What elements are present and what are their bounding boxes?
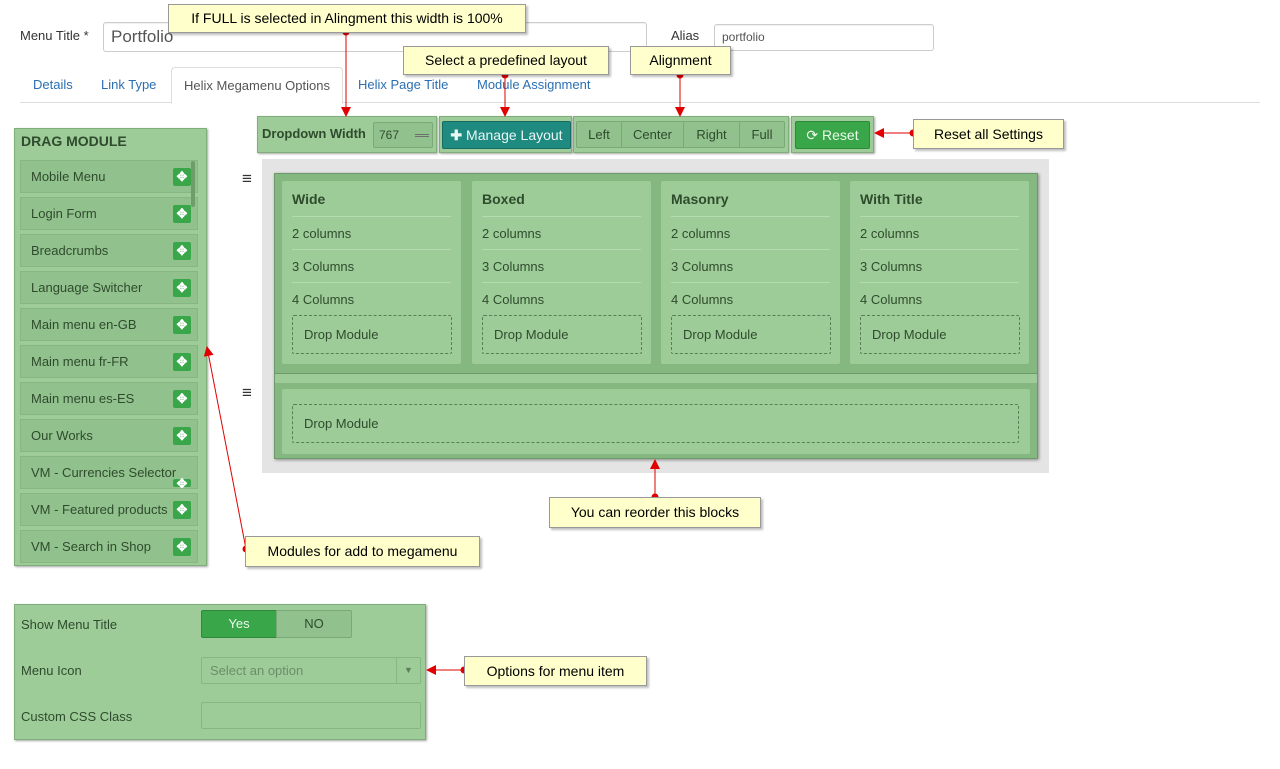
alias-label: Alias: [671, 28, 700, 43]
layout-option[interactable]: 3 Columns: [292, 259, 355, 274]
move-icon[interactable]: ✥: [173, 205, 191, 223]
module-list-scrollbar[interactable]: [191, 161, 195, 207]
module-item[interactable]: Main menu en-GB✥: [20, 308, 198, 341]
reorder-handle-icon[interactable]: ≡: [242, 383, 252, 402]
module-item[interactable]: VM - Search in Shop✥: [20, 530, 198, 563]
megamenu-layout-block: Wide 2 columns 3 Columns 4 Columns Drop …: [274, 173, 1038, 459]
move-icon[interactable]: ✥: [173, 427, 191, 445]
module-item[interactable]: VM - Currencies Selector✥: [20, 456, 198, 489]
layout-option[interactable]: 4 Columns: [671, 292, 734, 307]
align-full-button[interactable]: Full: [739, 121, 785, 148]
layout-option[interactable]: 4 Columns: [482, 292, 545, 307]
layout-row-bottom[interactable]: Drop Module: [282, 389, 1030, 454]
drag-module-panel: DRAG MODULE Mobile Menu✥ Login Form✥ Bre…: [14, 128, 207, 566]
dropdown-width-group: Dropdown Width 767: [257, 116, 437, 153]
layout-option[interactable]: 4 Columns: [292, 292, 355, 307]
refresh-icon: ⟳: [806, 127, 819, 143]
show-title-yes-button[interactable]: Yes: [201, 610, 277, 638]
drop-module-zone[interactable]: Drop Module: [292, 315, 452, 354]
layout-column-with-title[interactable]: With Title 2 columns 3 Columns 4 Columns…: [850, 181, 1029, 364]
layout-option[interactable]: 2 columns: [482, 226, 542, 241]
layout-column-masonry[interactable]: Masonry 2 columns 3 Columns 4 Columns Dr…: [661, 181, 840, 364]
menu-item-options-panel: Show Menu Title Yes NO Menu Icon Select …: [14, 604, 426, 740]
layout-option[interactable]: 3 Columns: [860, 259, 923, 274]
module-item[interactable]: Our Works✥: [20, 419, 198, 452]
reset-button[interactable]: ⟳ Reset: [795, 121, 870, 149]
move-icon[interactable]: ✥: [173, 279, 191, 297]
module-item[interactable]: VM - Featured products✥: [20, 493, 198, 526]
dropdown-width-input[interactable]: 767: [373, 122, 433, 148]
drop-module-zone[interactable]: Drop Module: [482, 315, 642, 354]
move-icon[interactable]: ✥: [173, 390, 191, 408]
column-title: Masonry: [671, 191, 729, 207]
callout-reset-all: Reset all Settings: [913, 119, 1064, 149]
module-item[interactable]: Main menu fr-FR✥: [20, 345, 198, 378]
show-menu-title-label: Show Menu Title: [21, 617, 118, 632]
menu-icon-label: Menu Icon: [21, 663, 82, 678]
menu-title-label: Menu Title *: [20, 28, 89, 43]
manage-layout-button[interactable]: ✚ Manage Layout: [442, 121, 571, 149]
menu-icon-select[interactable]: Select an option ▼: [201, 657, 421, 684]
move-icon[interactable]: ✥: [173, 501, 191, 519]
tab-helix-page-title[interactable]: Helix Page Title: [358, 77, 449, 92]
manage-layout-group: ✚ Manage Layout: [439, 116, 572, 153]
resize-grip-icon: [415, 134, 429, 137]
dropdown-width-label: Dropdown Width: [262, 126, 366, 141]
layout-option[interactable]: 2 columns: [671, 226, 731, 241]
module-item[interactable]: Login Form✥: [20, 197, 198, 230]
callout-modules: Modules for add to megamenu: [245, 536, 480, 567]
align-center-button[interactable]: Center: [621, 121, 684, 148]
move-icon[interactable]: ✥: [173, 538, 191, 556]
tab-details[interactable]: Details: [33, 77, 73, 92]
alias-input[interactable]: portfolio: [714, 24, 934, 51]
layout-option[interactable]: 3 Columns: [482, 259, 545, 274]
callout-alignment: Alignment: [630, 46, 731, 75]
move-icon[interactable]: ✥: [173, 353, 191, 371]
custom-css-input[interactable]: [201, 702, 421, 729]
column-title: Wide: [292, 191, 326, 207]
module-item[interactable]: Main menu es-ES✥: [20, 382, 198, 415]
reorder-handle-icon[interactable]: ≡: [242, 169, 252, 188]
callout-full-width: If FULL is selected in Alingment this wi…: [168, 4, 526, 33]
callout-options: Options for menu item: [464, 656, 647, 686]
drag-module-title: DRAG MODULE: [21, 133, 127, 149]
move-icon[interactable]: ✥: [173, 168, 191, 186]
plus-icon: ✚: [450, 127, 463, 143]
chevron-down-icon: ▼: [396, 658, 420, 683]
tab-bar: Details Link Type Helix Megamenu Options…: [20, 67, 1260, 104]
layout-column-wide[interactable]: Wide 2 columns 3 Columns 4 Columns Drop …: [282, 181, 461, 364]
custom-css-label: Custom CSS Class: [21, 709, 133, 724]
tab-helix-megamenu-options[interactable]: Helix Megamenu Options: [171, 67, 343, 104]
column-title: With Title: [860, 191, 923, 207]
layout-option[interactable]: 2 columns: [292, 226, 352, 241]
tab-link-type[interactable]: Link Type: [101, 77, 157, 92]
move-icon[interactable]: ✥: [173, 477, 191, 488]
drop-module-zone[interactable]: Drop Module: [860, 315, 1020, 354]
module-item[interactable]: Language Switcher✥: [20, 271, 198, 304]
callout-reorder: You can reorder this blocks: [549, 497, 761, 528]
drop-module-zone[interactable]: Drop Module: [292, 404, 1019, 443]
layout-column-boxed[interactable]: Boxed 2 columns 3 Columns 4 Columns Drop…: [472, 181, 651, 364]
show-title-no-button[interactable]: NO: [276, 610, 352, 638]
column-title: Boxed: [482, 191, 525, 207]
move-icon[interactable]: ✥: [173, 242, 191, 260]
drop-module-zone[interactable]: Drop Module: [671, 315, 831, 354]
layout-option[interactable]: 3 Columns: [671, 259, 734, 274]
layout-option[interactable]: 4 Columns: [860, 292, 923, 307]
module-item[interactable]: Mobile Menu✥: [20, 160, 198, 193]
layout-option[interactable]: 2 columns: [860, 226, 920, 241]
callout-predefined-layout: Select a predefined layout: [403, 46, 609, 75]
module-item[interactable]: Breadcrumbs✥: [20, 234, 198, 267]
align-right-button[interactable]: Right: [683, 121, 740, 148]
move-icon[interactable]: ✥: [173, 316, 191, 334]
reset-group: ⟳ Reset: [791, 116, 874, 153]
